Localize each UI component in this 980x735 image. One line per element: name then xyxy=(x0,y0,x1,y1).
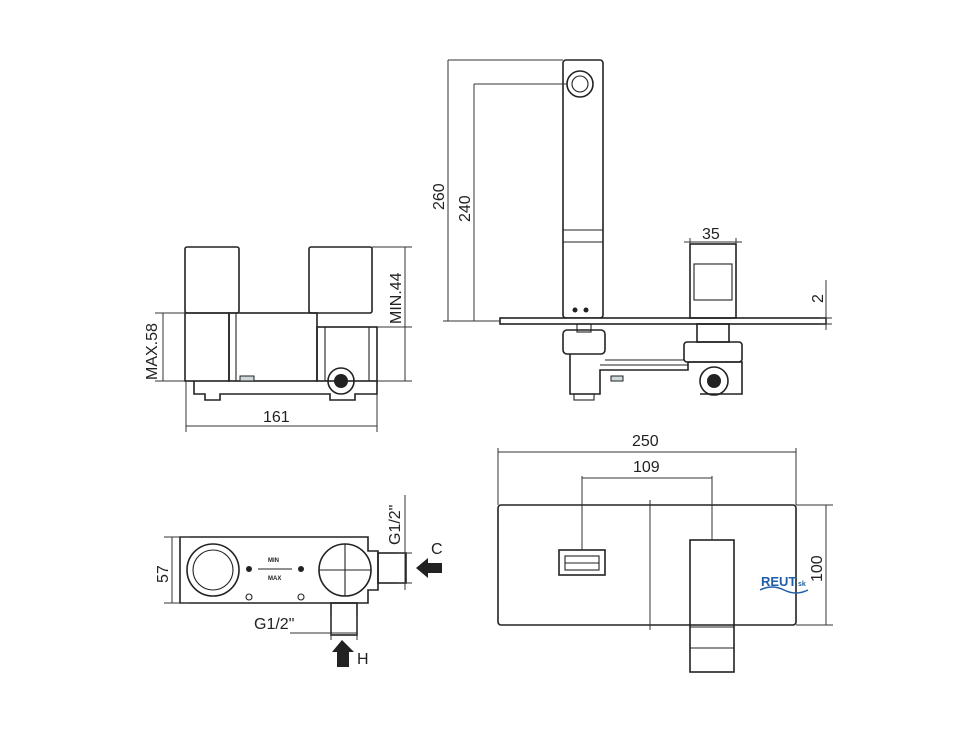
dim-max-label: MAX.58 xyxy=(144,323,161,380)
dim-spout-height-label: 260 xyxy=(431,183,448,210)
side-inlet-label: G1/2" xyxy=(387,505,404,545)
hot-label: H xyxy=(357,651,369,668)
right-inlet-circle xyxy=(327,367,355,395)
marker-min-label: MIN xyxy=(268,558,279,564)
dim-min-label: MIN.44 xyxy=(388,272,405,324)
dim-plate-label: 2 xyxy=(810,294,827,303)
top-body-outline xyxy=(179,536,379,604)
dim-spout-inner-label: 240 xyxy=(457,195,474,222)
right-handle xyxy=(308,246,373,314)
brand-logo: REUT xyxy=(761,574,796,589)
dim-plate-height-label: 100 xyxy=(809,555,826,582)
side-view: 260 240 35 2 xyxy=(431,59,832,401)
bottom-inlet-label: G1/2" xyxy=(254,616,294,633)
handle xyxy=(689,243,737,319)
cold-label: C xyxy=(431,541,443,558)
handle-front xyxy=(689,539,735,673)
wall-plate xyxy=(499,317,827,325)
brand-logo-suffix: sk xyxy=(798,581,806,588)
cold-arrow-icon xyxy=(416,558,442,578)
top-view: MIN MAX 57 G1/2" G1/2" C H xyxy=(155,495,443,668)
left-cartridge-circle xyxy=(186,543,240,597)
dim-plate-width-label: 250 xyxy=(632,433,659,450)
left-handle xyxy=(184,246,240,314)
dim-handle-label: 35 xyxy=(702,226,720,243)
spout-outlet xyxy=(566,70,594,98)
spout xyxy=(562,59,604,319)
dim-width-label: 161 xyxy=(263,409,290,426)
wall-plate-front xyxy=(497,504,797,626)
dim-spacing-label: 109 xyxy=(633,459,660,476)
hot-arrow-icon xyxy=(332,640,354,667)
marker-max-label: MAX xyxy=(268,576,281,582)
plate-view: 250 109 100 REUT sk xyxy=(497,433,833,673)
center-cartridge xyxy=(228,312,318,382)
left-body xyxy=(184,312,230,382)
base-body xyxy=(193,381,378,401)
bottom-inlet-pipe xyxy=(330,602,358,636)
side-inlet-pipe xyxy=(377,552,407,584)
front-view: 161 MAX.58 MIN.44 xyxy=(144,246,412,432)
side-inlet-circle xyxy=(699,366,729,396)
right-valve-box xyxy=(316,326,378,382)
dim-depth-label: 57 xyxy=(155,565,172,583)
